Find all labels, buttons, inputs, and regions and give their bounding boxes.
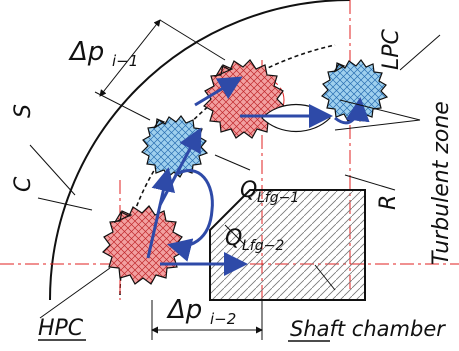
label-delta-p-i2-sub: i−2	[210, 310, 236, 328]
label-q-lfg-2: Q	[225, 226, 242, 251]
label-HPC: HPC	[38, 316, 84, 341]
label-delta-p-i2: Δp	[166, 295, 202, 325]
label-R: R	[376, 195, 401, 210]
label-q-lfg-1: Q	[240, 178, 257, 203]
flow-arrows	[146, 76, 370, 276]
label-delta-p-i1-sub: i−1	[112, 52, 138, 70]
label-shaft-chamber: Shaft chamber	[290, 317, 446, 341]
lpc-gear	[321, 59, 389, 122]
dimension-delta-p-i1	[94, 19, 226, 121]
leader-lines	[29, 34, 441, 319]
label-q-lfg-2-sub: Lfg−2	[242, 238, 284, 254]
label-S: S	[11, 104, 36, 118]
label-q-lfg-1-sub: Lfg−1	[257, 190, 299, 206]
label-turbulent-zone: Turbulent zone	[429, 101, 454, 265]
shaft-chamber	[209, 189, 366, 301]
dimension-delta-p-i2	[151, 300, 263, 340]
label-delta-p-i1: Δp	[68, 37, 104, 67]
mid-gear-1	[141, 115, 209, 178]
label-LPC: LPC	[379, 28, 404, 70]
label-C: C	[11, 176, 36, 192]
label-underlines	[38, 339, 330, 342]
